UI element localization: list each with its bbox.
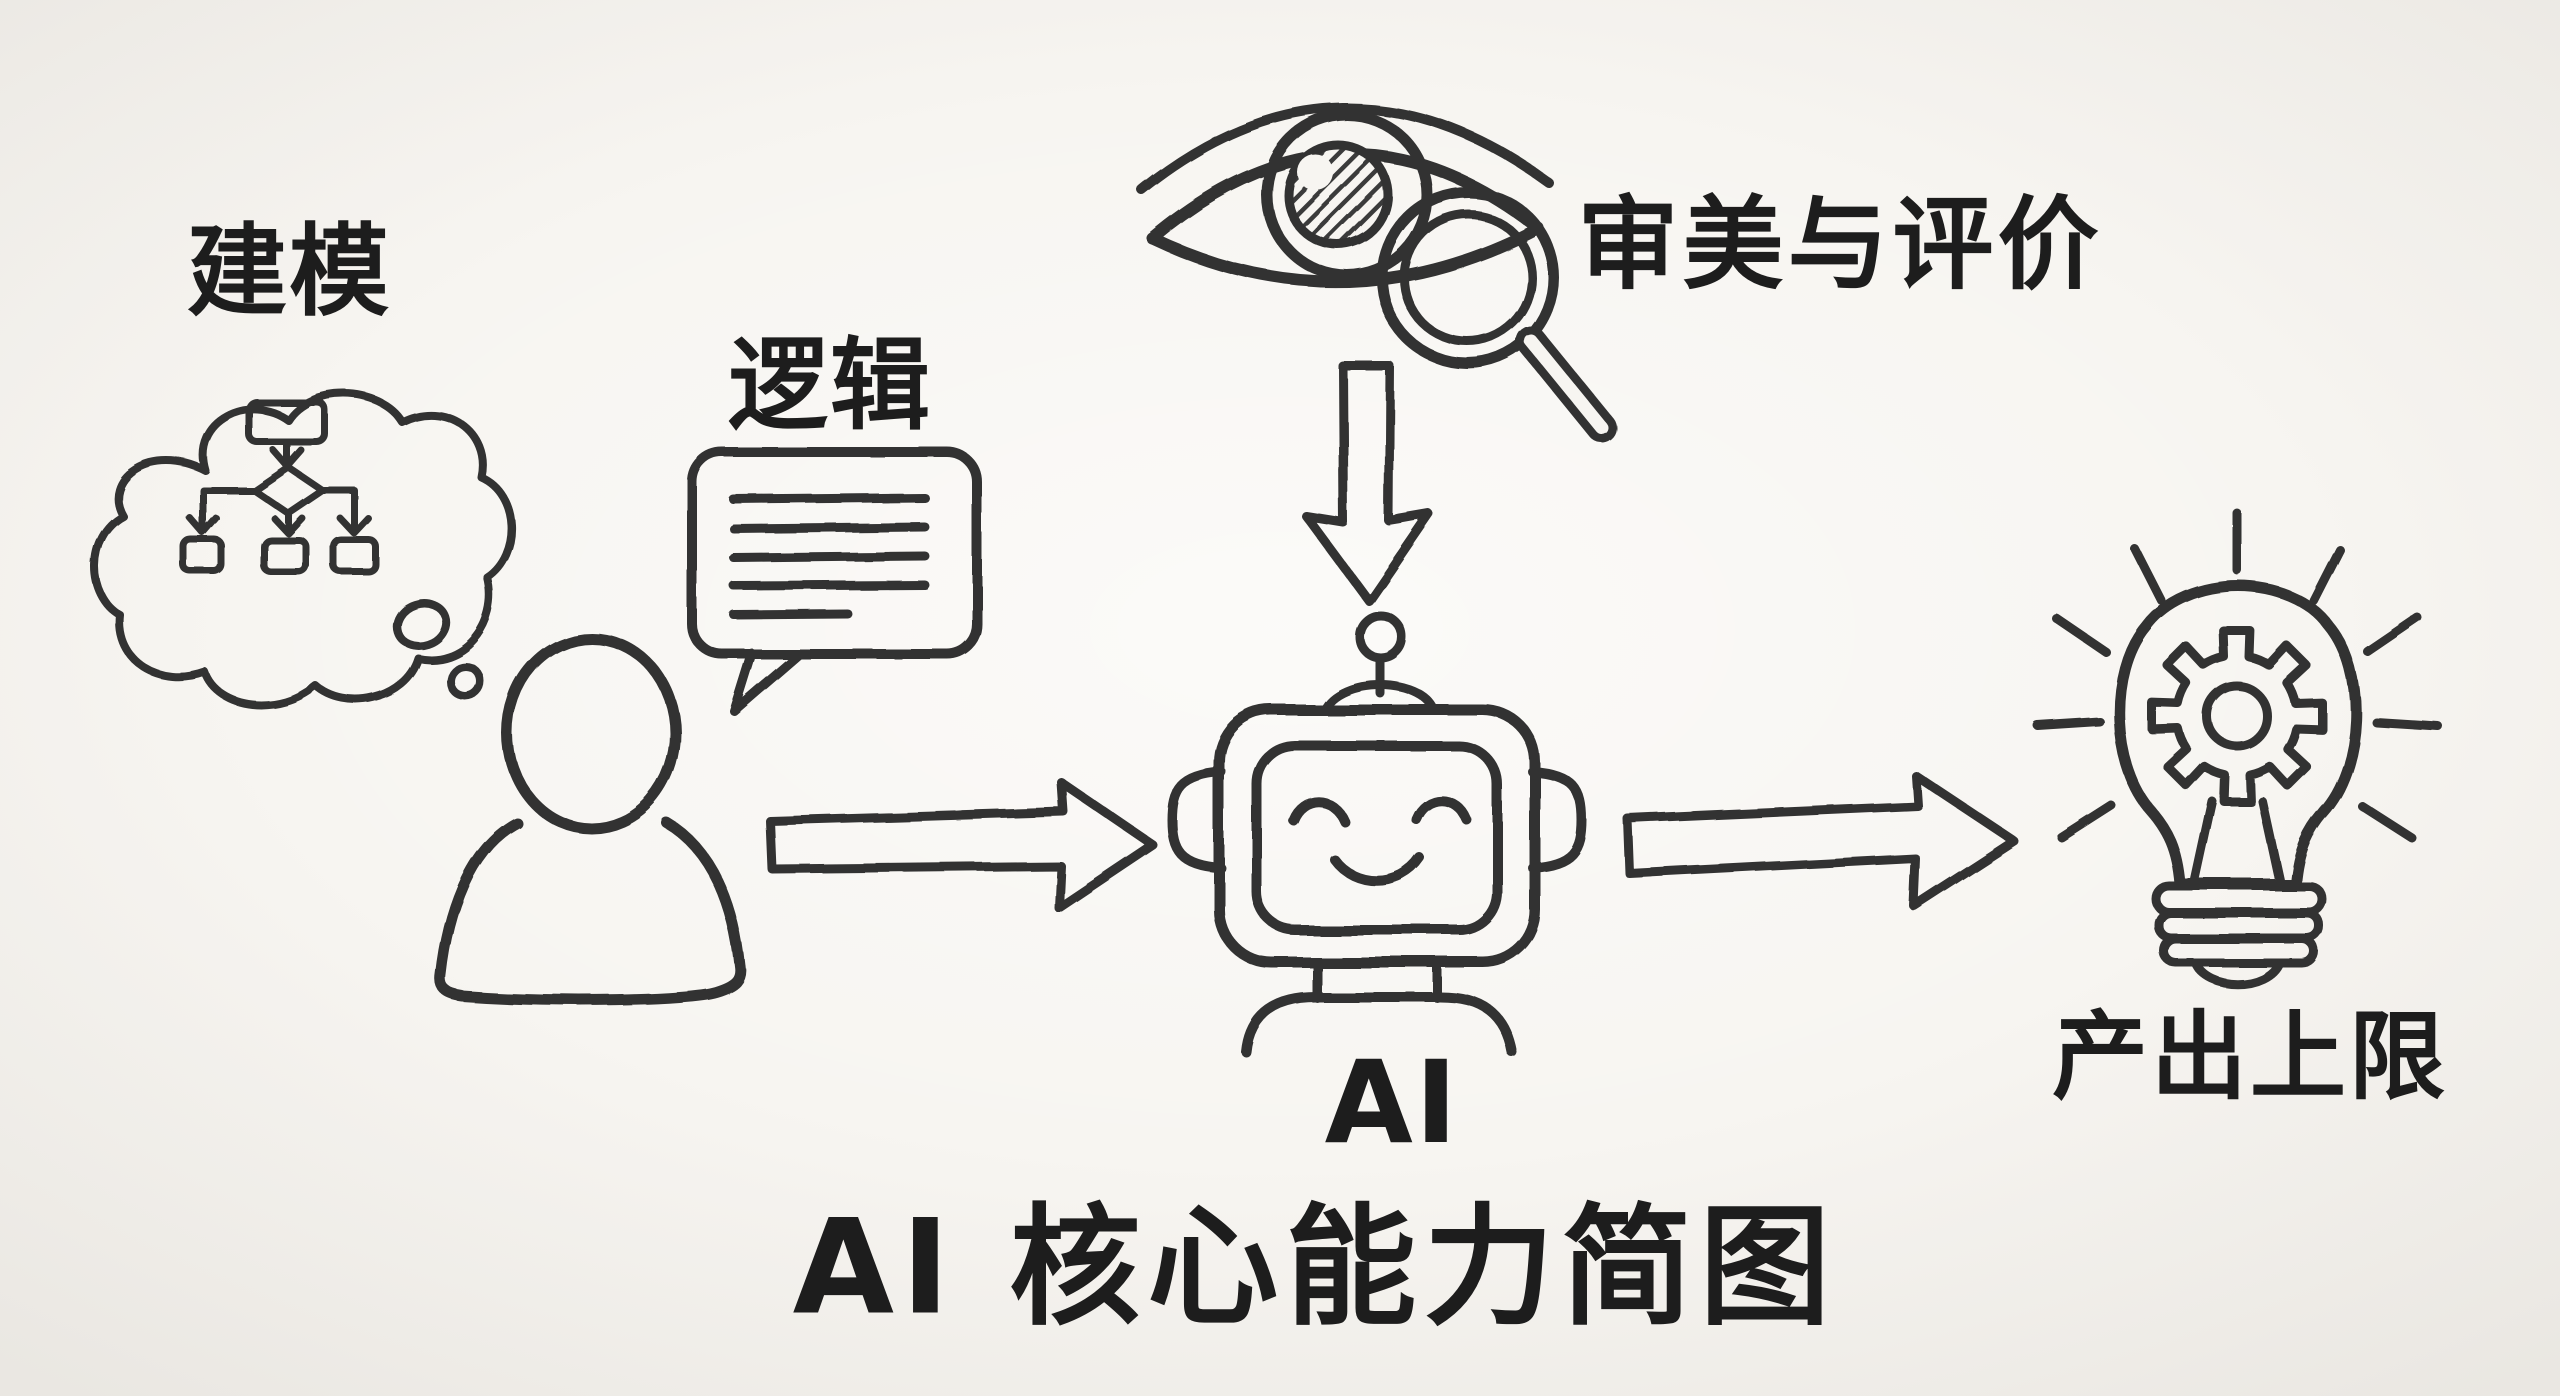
magnifier-handle-inner [1525,335,1609,435]
eye-iris [1261,109,1433,281]
bulb-filament-left [2189,796,2217,889]
person-head [501,632,681,834]
diagram-title: AI 核心能力简图 [792,1190,1838,1344]
robot-ear-left [1167,767,1226,873]
robot-eye-right [1412,796,1472,825]
cloud-outline [90,390,516,709]
flowchart-leaf-box [260,536,310,576]
arrow-right-output-icon [1623,771,2019,911]
bulb-base-cup [2191,958,2285,990]
magnifier-ring-inner [1399,209,1537,347]
flowchart-branch-right [318,486,358,532]
ai-label: AI [1324,1036,1460,1169]
person-body [435,817,746,1006]
robot-ear-right [1528,767,1587,873]
robot-head [1213,704,1541,968]
robot-face [1252,741,1502,935]
output-ceiling-label: 产出上限 [2052,1001,2448,1113]
flowchart-branch-left [199,486,258,532]
bulb-filament-right [2257,796,2285,889]
eye-brow-arc [1137,103,1553,195]
arrowhead [270,514,306,537]
robot-smile [1330,853,1425,886]
eye-highlight [1297,154,1333,190]
light-rays [2033,508,2443,843]
thought-bubble-large [392,598,450,650]
gear-hole [2202,681,2272,751]
arrowhead [336,514,372,537]
aesthetics-label: 审美与评价 [1577,185,2103,304]
thought-cloud-icon [90,390,516,709]
flowchart-diamond [250,463,326,517]
flowchart-leaf-box [330,536,380,576]
speech-bubble-text-lines [729,493,930,620]
gear-icon [2147,626,2327,806]
robot-shoulders [1241,992,1517,1057]
bulb-base [2151,881,2327,990]
robot-eye-left [1288,796,1348,825]
arrow-right-input-icon [765,778,1158,913]
arrow-down-icon [1302,361,1434,606]
robot-icon [1167,611,1587,1057]
speech-bubble-tail [729,648,805,716]
robot-dome [1319,680,1439,715]
lightbulb-icon [2033,508,2443,990]
eye-lower-lid [1146,222,1544,288]
magnifier-icon [1376,186,1617,443]
speech-bubble-icon [687,447,982,716]
magnifier-ring-outer [1376,186,1560,370]
modeling-label: 建模 [187,213,391,330]
flowchart-leaf-box [180,536,226,576]
arrowhead [186,514,220,537]
person-icon [435,632,746,1006]
thought-bubble-small [446,662,484,700]
flowchart-icon [180,398,380,576]
logic-label: 逻辑 [728,327,932,444]
robot-antenna-tip [1355,611,1407,663]
gear-outline [2147,626,2327,806]
speech-bubble-body [687,447,982,659]
